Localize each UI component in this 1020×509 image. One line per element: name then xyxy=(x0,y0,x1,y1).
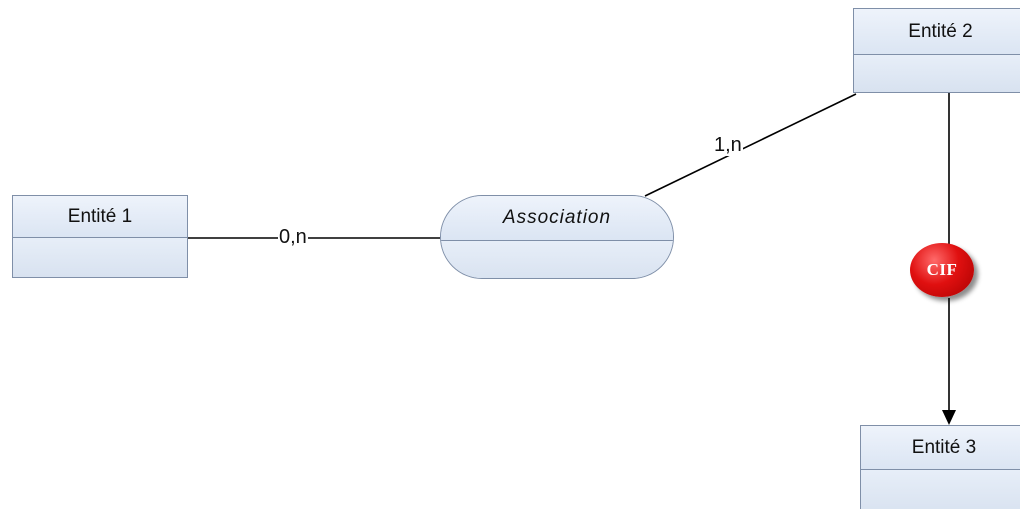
entity-2-body xyxy=(854,55,1020,92)
cif-label: CIF xyxy=(926,260,958,279)
entity-1-title: Entité 1 xyxy=(67,205,133,227)
association-node[interactable]: Association xyxy=(440,195,674,279)
entity-3-body xyxy=(861,470,1020,509)
association-body xyxy=(441,241,673,278)
cif-constraint[interactable]: CIF xyxy=(910,243,976,299)
link-association-entity2[interactable] xyxy=(644,93,857,197)
entity-1[interactable]: Entité 1 xyxy=(12,195,188,278)
association-title: Association xyxy=(502,207,612,228)
entity-1-body xyxy=(13,238,187,277)
entity-2-title: Entité 2 xyxy=(908,20,973,42)
entity-3[interactable]: Entité 3 xyxy=(860,425,1020,509)
cardinality-upper: 1,n xyxy=(713,134,743,156)
entity-2[interactable]: Entité 2 xyxy=(853,8,1020,93)
cardinality-left: 0,n xyxy=(278,226,308,248)
arrowhead-icon xyxy=(942,410,956,425)
entity-3-title: Entité 3 xyxy=(911,436,977,458)
cif-disc: CIF xyxy=(910,243,974,297)
